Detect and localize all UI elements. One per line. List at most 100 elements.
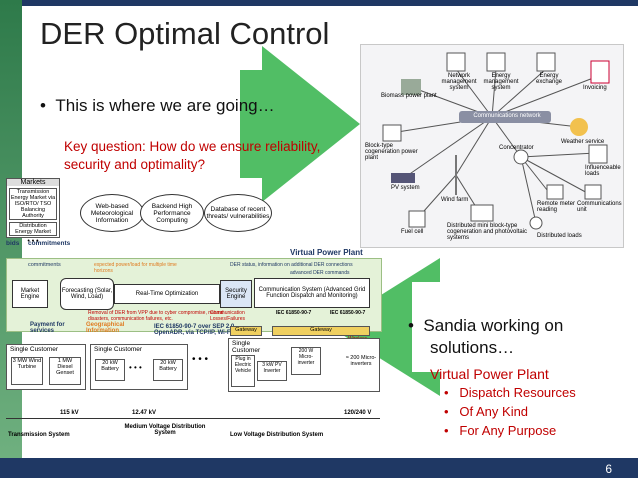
markets-box: Markets Transmission Energy Market via I…: [6, 178, 60, 245]
customer-3-box: Single Customer Plug in Electric Vehicle…: [228, 338, 380, 392]
bullet-sandia-line2: solutions…: [430, 338, 515, 357]
der-status: DER status, information on additional DE…: [230, 262, 353, 268]
lbl-influenceable: Influenceable loads: [585, 165, 621, 177]
lbl-fuel-cell: Fuel cell: [401, 229, 424, 235]
der-vpp-diagram: Markets Transmission Energy Market via I…: [4, 178, 384, 444]
battery-20kw-a: 20 kW Battery: [95, 359, 125, 381]
influenceable-loads-icon: [588, 144, 608, 164]
remote-meter-icon: [546, 184, 564, 200]
lbl-wind: Wind farm: [441, 197, 469, 203]
customer-2-label: Single Customer: [94, 346, 143, 353]
market-engine-box: Market Engine: [12, 280, 48, 308]
fuel-cell-icon: [408, 210, 426, 228]
geo-info-label: Geographical Information: [86, 322, 125, 334]
customers-dots: • • •: [192, 354, 209, 365]
tx-system: Transmission System: [8, 432, 70, 438]
removal-note: Removal of DER from VPP due to cyber com…: [88, 310, 224, 322]
rt-opt-box: Real-Time Optimization: [114, 284, 220, 304]
sub-bullet-purpose: • For Any Purpose: [444, 423, 557, 438]
top-accent-bar: [0, 0, 638, 6]
lv-dist-system: Low Voltage Distribution System: [230, 432, 324, 438]
slide-title: DER Optimal Control: [40, 16, 330, 51]
biomass-icon: [401, 79, 421, 95]
lbl-distributed-mini: Distributed mini block-type cogeneration…: [447, 223, 528, 241]
diesel-1mw: 1 MW Diesel Genset: [49, 357, 81, 385]
wind-3mw: 3 MW Wind Turbine: [11, 357, 43, 385]
concentrator-icon: [513, 149, 529, 165]
tx-market: Transmission Energy Market via ISO/RTO/ …: [9, 188, 57, 220]
sub-bullet-kind-text: Of Any Kind: [459, 404, 529, 419]
lbl-comm-unit: Communications unit: [577, 201, 622, 213]
customer-2-dots: • • •: [129, 363, 142, 372]
distributed-loads-icon: [529, 216, 543, 230]
mv-dist-system: Medium Voltage Distribution System: [124, 424, 206, 436]
dist-market: Distribution Energy Market: [9, 222, 57, 236]
lbl-pv: PV system: [391, 185, 420, 191]
weather-icon: [570, 118, 588, 136]
pv-icon: [391, 173, 415, 183]
bids-label: bids: [6, 240, 20, 247]
lbl-invoicing: Invoicing: [583, 85, 607, 91]
comm-losses-note: Communication Losses/Failures: [210, 310, 246, 322]
sub-bullet-dispatch: • Dispatch Resources: [444, 385, 576, 400]
markets-title: Markets: [7, 179, 59, 186]
battery-20kw-b: 20 kW Battery: [153, 359, 183, 381]
lbl-biomass: Biomass power plant: [381, 93, 437, 99]
lbl-weather: Weather service: [561, 139, 605, 145]
kv-115: 115 kV: [60, 410, 79, 416]
mini-systems-icon: [470, 204, 494, 222]
voltage-line: [6, 418, 380, 419]
pv-3kw: 3 kW PV Inverter: [257, 361, 287, 381]
threats-db-oval: Database of recent threats/ vulnerabilit…: [204, 194, 272, 232]
energy-mgmt-icon: [486, 52, 506, 72]
lbl-block-type: Block-type cogeneration power plant: [365, 143, 418, 161]
sub-bullet-purpose-text: For Any Purpose: [459, 423, 557, 438]
vpp-label: Virtual Power Plant: [290, 248, 363, 257]
security-engine-box: Security Engine: [220, 280, 252, 308]
gateway-1: Gateway: [230, 326, 262, 336]
lbl-energy-mgmt: Energy management system: [483, 73, 519, 91]
markets-dots: • • •: [27, 238, 39, 245]
web-met-oval: Web-based Meteorological Information: [80, 194, 144, 232]
energy-exchange-icon: [536, 52, 556, 72]
lbl-remote-meter: Remote meter reading: [537, 201, 576, 213]
block-type-icon: [382, 124, 402, 142]
micro-count: ≈ 200 Micro-inverters: [345, 355, 377, 367]
lbl-distributed-loads: Distributed loads: [537, 233, 582, 239]
bullet-going-text: This is where we are going…: [55, 96, 275, 115]
invoicing-icon: [590, 60, 610, 84]
commitments-label: commitments: [28, 240, 71, 247]
comm-system-box: Communication System (Advanced Grid Func…: [254, 278, 370, 308]
slide-number: 6: [605, 462, 612, 476]
sub-bullet-dispatch-text: Dispatch Resources: [459, 385, 576, 400]
lbl-network: Network management system: [441, 73, 477, 91]
payment-label: Payment for services: [30, 322, 65, 334]
communications-network-diagram: Biomass power plant Network management s…: [360, 44, 624, 248]
forecasting-box: Forecasting (Solar, Wind, Load): [60, 278, 114, 310]
lbl-concentrator: Concentrator: [499, 145, 534, 151]
iec-sep-label: IEC 61850-90-7 over SEP 2.0, OpenADR, vi…: [154, 324, 255, 336]
expected-power: expected power/load for multiple time ho…: [94, 262, 177, 274]
v-120-240: 120/240 V: [344, 410, 372, 416]
backend-oval: Backend High Performance Computing: [140, 194, 204, 232]
comm-unit-icon: [584, 184, 602, 200]
network-mgmt-icon: [446, 52, 466, 72]
customer-1-box: Single Customer 3 MW Wind Turbine 1 MW D…: [6, 344, 86, 390]
arrow-lower-shape: [330, 258, 440, 396]
lbl-comm-network: Communications network: [473, 113, 541, 119]
iec-b: IEC 61850-90-7: [330, 310, 366, 316]
lbl-energy-exchange: Energy exchange: [535, 73, 563, 85]
customer-2-box: Single Customer 20 kW Battery • • • 20 k…: [90, 344, 188, 390]
kv-1247: 12.47 kV: [132, 410, 157, 416]
iec-a: IEC 61850-90-7: [276, 310, 312, 316]
footer-bar: [0, 458, 638, 478]
customer-3-label: Single Customer: [232, 340, 261, 354]
plugin-ev: Plug in Electric Vehicle: [231, 355, 255, 387]
vpp-heading: Virtual Power Plant: [430, 366, 549, 382]
bullet-sandia-line1: Sandia working on: [423, 316, 564, 335]
micro-200w: 200 W Micro-inverter: [291, 347, 321, 375]
bullet-going: • This is where we are going…: [40, 96, 275, 115]
commitments-inner: commitments: [28, 262, 61, 268]
comm-network-bar: [459, 111, 551, 123]
